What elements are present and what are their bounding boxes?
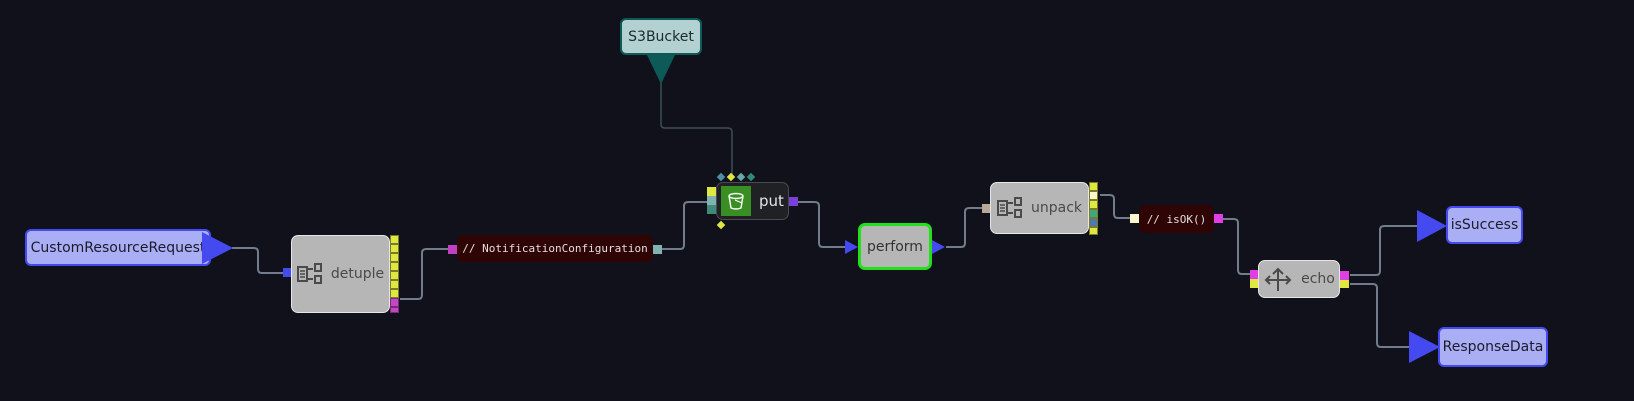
input-port[interactable] bbox=[707, 187, 716, 196]
output-arrow-icon bbox=[202, 232, 233, 264]
input-port[interactable] bbox=[283, 268, 292, 277]
detuple-icon bbox=[296, 262, 323, 286]
node-unpack[interactable]: unpack bbox=[990, 182, 1089, 234]
output-port[interactable] bbox=[390, 271, 399, 280]
wire-request-to-detuple bbox=[232, 247, 284, 274]
resource-arrow-icon bbox=[647, 55, 675, 84]
output-node-label: isSuccess bbox=[1450, 217, 1519, 233]
output-port[interactable] bbox=[1214, 214, 1223, 223]
output-node-responsedata[interactable]: ResponseData bbox=[1438, 327, 1548, 367]
input-port[interactable] bbox=[448, 245, 457, 254]
comment-node-isok[interactable]: // isOK() bbox=[1139, 205, 1214, 233]
input-arrow-icon bbox=[1417, 210, 1447, 242]
output-port[interactable] bbox=[1340, 271, 1349, 280]
output-port[interactable] bbox=[390, 280, 399, 289]
output-port[interactable] bbox=[390, 235, 399, 244]
output-port[interactable] bbox=[1089, 209, 1098, 218]
comment-label: // isOK() bbox=[1146, 212, 1207, 226]
input-port[interactable] bbox=[1130, 214, 1139, 223]
comment-label: // NotificationConfiguration bbox=[462, 242, 648, 255]
output-port[interactable] bbox=[653, 245, 662, 254]
node-put[interactable]: put bbox=[716, 182, 789, 220]
output-port[interactable] bbox=[1089, 218, 1098, 227]
node-label: perform bbox=[867, 238, 923, 255]
output-port[interactable] bbox=[390, 262, 399, 271]
split-arrows-icon bbox=[1263, 266, 1293, 292]
node-perform[interactable]: perform bbox=[858, 223, 932, 270]
input-port[interactable] bbox=[1250, 279, 1259, 288]
output-port[interactable] bbox=[1089, 191, 1098, 200]
output-arrow-icon bbox=[932, 240, 945, 254]
wire-isok-to-echo bbox=[1222, 218, 1250, 275]
node-label: unpack bbox=[1030, 200, 1083, 216]
output-port[interactable] bbox=[390, 289, 399, 298]
output-port[interactable] bbox=[390, 253, 399, 262]
bucket-icon bbox=[721, 186, 751, 216]
wire-echo-to-issuccess bbox=[1350, 225, 1418, 276]
wire-detuple-to-notification bbox=[400, 248, 450, 300]
wire-notification-to-put bbox=[662, 201, 708, 250]
wire-unpack-to-isok bbox=[1100, 194, 1131, 219]
wire-put-to-perform bbox=[797, 201, 845, 248]
comment-node-notificationconfiguration[interactable]: // NotificationConfiguration bbox=[457, 235, 653, 262]
output-port[interactable] bbox=[1089, 200, 1098, 209]
input-port[interactable] bbox=[1250, 270, 1259, 279]
wire-s3bucket-to-put bbox=[660, 80, 733, 176]
wire-perform-to-unpack bbox=[946, 207, 983, 248]
node-detuple[interactable]: detuple bbox=[291, 235, 390, 313]
output-port[interactable] bbox=[1089, 182, 1098, 191]
node-label: detuple bbox=[330, 266, 385, 282]
node-echo[interactable]: echo bbox=[1258, 260, 1340, 298]
resource-node-s3bucket[interactable]: S3Bucket bbox=[620, 18, 702, 55]
input-port[interactable] bbox=[982, 204, 991, 213]
output-port[interactable] bbox=[390, 298, 399, 307]
output-port[interactable] bbox=[789, 197, 798, 206]
resource-label: S3Bucket bbox=[628, 28, 694, 45]
output-node-label: ResponseData bbox=[1442, 339, 1544, 355]
wire-echo-to-responsedata bbox=[1350, 283, 1410, 348]
output-port[interactable] bbox=[390, 244, 399, 253]
input-port[interactable] bbox=[707, 205, 716, 214]
output-port[interactable] bbox=[1340, 280, 1349, 288]
output-port[interactable] bbox=[390, 307, 399, 313]
input-node-label: CustomResourceRequest bbox=[30, 239, 206, 256]
input-arrow-icon bbox=[1409, 331, 1440, 363]
input-port[interactable] bbox=[707, 196, 716, 205]
input-node-customresourcerequest[interactable]: CustomResourceRequest bbox=[25, 229, 211, 266]
input-arrow-icon bbox=[845, 240, 858, 254]
output-node-issuccess[interactable]: isSuccess bbox=[1446, 206, 1523, 244]
unpack-icon bbox=[996, 196, 1023, 220]
node-label: echo bbox=[1301, 271, 1335, 287]
output-port[interactable] bbox=[1089, 227, 1098, 235]
node-label: put bbox=[759, 192, 784, 210]
